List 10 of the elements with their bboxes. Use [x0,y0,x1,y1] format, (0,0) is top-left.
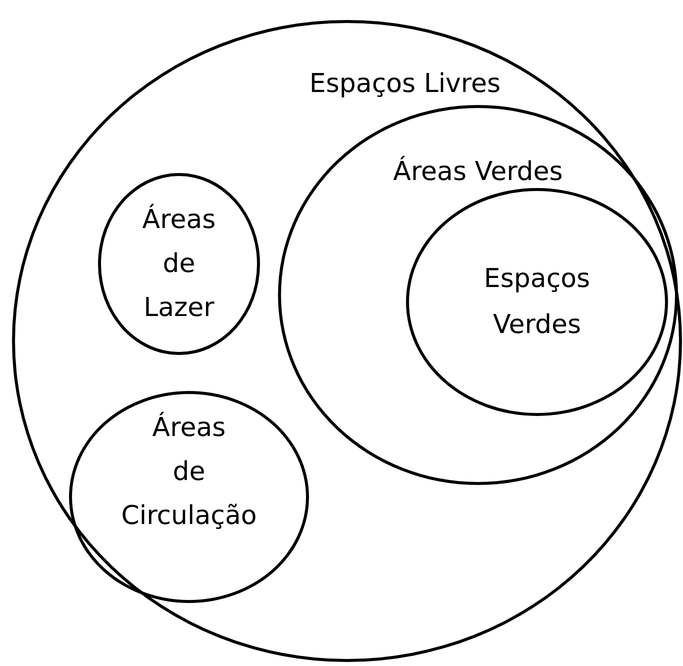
region-label: Espaços Verdes [482,263,592,342]
outer-ellipse [12,20,682,662]
inner-ellipse [69,391,309,603]
region-label: Áreas de Lazer [141,202,217,325]
inner-ellipse [98,173,260,355]
region-label: Áreas de Circulação [120,410,258,533]
innermost-ellipse [406,188,668,416]
region-label: Espaços Livres [308,68,502,101]
nested-ellipse [278,105,678,485]
region-label: Áreas Verdes [393,154,563,189]
